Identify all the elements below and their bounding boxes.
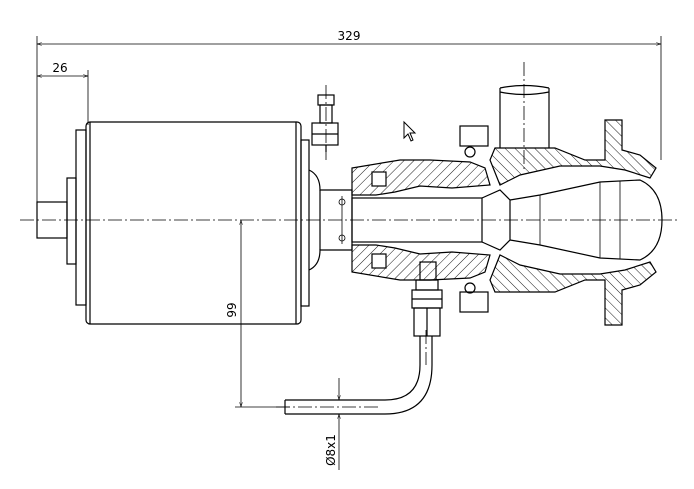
- flush-line: [276, 261, 443, 415]
- height-dimension: 99: [225, 219, 290, 408]
- motor: [36, 121, 310, 325]
- motor-offset-label: 26: [52, 61, 67, 75]
- discharge-pipe: [499, 62, 550, 170]
- vent-fitting: [311, 85, 339, 160]
- pump-casing: [459, 119, 663, 326]
- mouse-pointer-icon: [403, 120, 417, 142]
- overall-length-dimension: 329: [36, 29, 662, 225]
- pipe-size-label: Ø8x1: [324, 434, 338, 466]
- motor-offset-dimension: 26: [36, 61, 89, 125]
- pipe-size-dimension: Ø8x1: [324, 378, 341, 470]
- height-dimension-label: 99: [225, 302, 239, 317]
- pump-shaft: [351, 189, 511, 251]
- overall-length-label: 329: [338, 29, 361, 43]
